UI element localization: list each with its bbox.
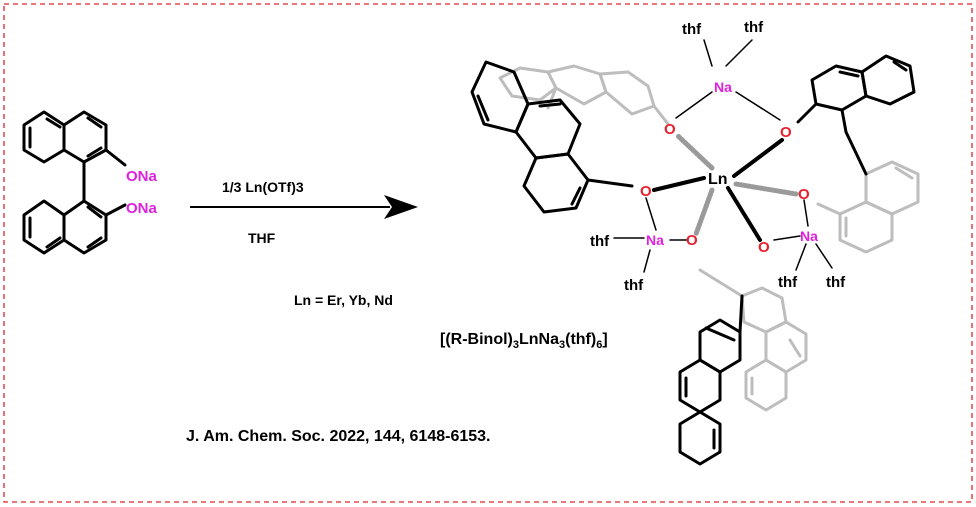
product-dark-naphthyls: [470, 54, 916, 466]
lanthanide-note: Ln = Er, Yb, Nd: [294, 292, 393, 308]
sodium-label-top: Na: [714, 79, 732, 95]
sodium-bonds: [613, 39, 833, 273]
reactant-ona-lower: ONa: [126, 200, 158, 217]
thf-label-1: thf: [682, 21, 702, 38]
dashed-frame: [3, 3, 973, 503]
reactant-binol-disodium: [22, 110, 127, 255]
product-gray-naphthyls: [498, 64, 920, 412]
reactant-ona-upper: ONa: [126, 168, 158, 185]
oxygen-label-2: O: [780, 124, 792, 141]
sodium-label-right: Na: [800, 228, 818, 244]
thf-label-6: thf: [826, 274, 846, 291]
oxygen-label-6: O: [758, 239, 770, 256]
oxygen-label-1: O: [664, 121, 676, 138]
thf-label-5: thf: [778, 274, 798, 291]
reaction-arrow-head: [384, 195, 418, 219]
journal-reference: J. Am. Chem. Soc. 2022, 144, 6148-6153.: [186, 428, 490, 445]
thf-label-4: thf: [624, 277, 644, 294]
sodium-label-left: Na: [646, 232, 664, 248]
oxygen-label-5: O: [686, 232, 698, 249]
reagent-label: 1/3 Ln(OTf)3: [222, 179, 304, 195]
product-formula: [(R-Binol)3LnNa3(thf)6]: [440, 331, 608, 351]
oxygen-label-3: O: [640, 183, 652, 200]
metal-oxygen-bonds: [652, 133, 799, 242]
lanthanide-center-label: Ln: [708, 171, 728, 188]
thf-label-2: thf: [744, 19, 764, 36]
oxygen-label-4: O: [798, 186, 810, 203]
thf-label-3: thf: [590, 233, 610, 250]
solvent-label: THF: [248, 230, 276, 246]
